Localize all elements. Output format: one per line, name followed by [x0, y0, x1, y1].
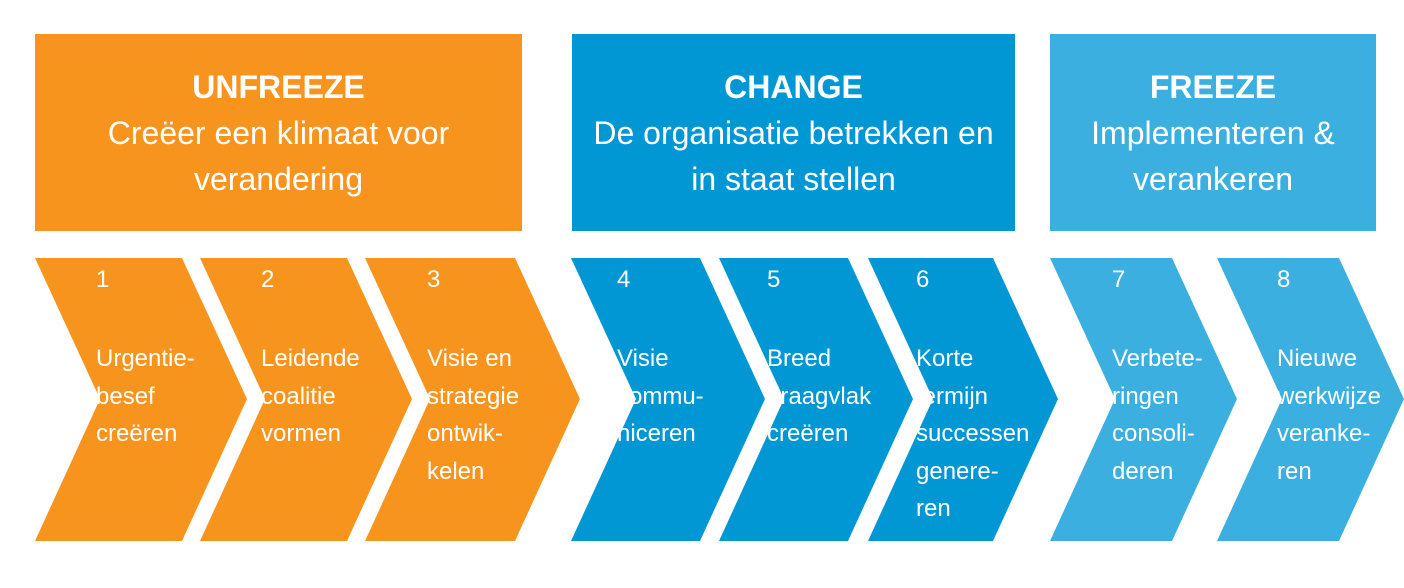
step-label: Visie en strategie ontwik- kelen — [427, 345, 520, 485]
phase-box-change: CHANGE De organisatie betrekken en in st… — [572, 34, 1015, 231]
phase-box-unfreeze: UNFREEZE Creëer een klimaat voor verande… — [35, 34, 522, 231]
step-chevron-6 — [868, 258, 1058, 541]
step-number: 8 — [1277, 266, 1291, 293]
step-number: 2 — [261, 266, 275, 293]
step-label: Nieuwe werkwijze veranke- ren — [1277, 345, 1382, 485]
step-number: 6 — [916, 266, 930, 293]
step-label: Breed draagvlak creëren — [767, 345, 872, 447]
step-chevron-7 — [1050, 258, 1237, 541]
step-number: 7 — [1112, 266, 1126, 293]
step-label: Leidende coalitie vormen — [261, 345, 360, 447]
phase-subtitle-unfreeze: Creëer een klimaat voor verandering — [107, 114, 450, 197]
step-chevron-1 — [35, 258, 247, 541]
phase-subtitle-change: De organisatie betrekken en in staat ste… — [593, 114, 994, 197]
step-number: 3 — [427, 266, 441, 293]
phase-box-freeze: FREEZE Implementeren & verankeren — [1050, 34, 1376, 231]
phase-title-unfreeze: UNFREEZE — [192, 68, 365, 105]
step-number: 1 — [96, 266, 110, 293]
step-label: Urgentie- besef creëren — [96, 345, 195, 447]
step-chevron-2 — [200, 258, 412, 541]
phase-title-change: CHANGE — [724, 68, 863, 105]
phase-title-freeze: FREEZE — [1149, 68, 1277, 105]
phase-subtitle-freeze: Implementeren & verankeren — [1091, 114, 1335, 197]
step-chevron-3 — [365, 258, 580, 541]
step-label: Korte termijn successen genere- ren — [916, 345, 1030, 522]
step-number: 4 — [617, 266, 631, 293]
step-label: Visie commu- niceren — [617, 345, 704, 447]
step-chevron-5 — [719, 258, 913, 541]
step-chevron-8 — [1217, 258, 1404, 541]
step-label: Verbete- ringen consoli- deren — [1112, 345, 1203, 485]
step-chevron-4 — [571, 258, 765, 541]
step-number: 5 — [767, 266, 781, 293]
